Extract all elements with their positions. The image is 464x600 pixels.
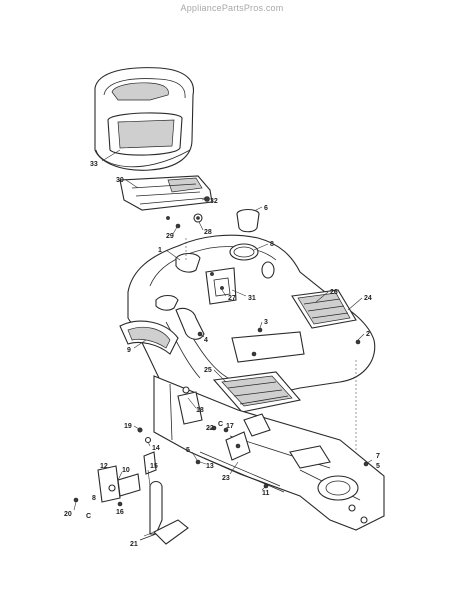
callout-16: 16 — [116, 509, 124, 516]
callout-7: 7 — [376, 453, 380, 460]
frame[interactable] — [153, 375, 385, 531]
callout-4: 4 — [204, 337, 208, 344]
callout-6: 6 — [264, 205, 268, 212]
control-rod[interactable] — [199, 431, 285, 493]
callout-9: 9 — [127, 347, 131, 354]
side-pad[interactable] — [119, 320, 179, 355]
callout-19: 19 — [124, 423, 132, 430]
cup-holder[interactable] — [236, 208, 260, 233]
callout-13: 13 — [206, 463, 214, 470]
callout-29: 29 — [166, 233, 174, 240]
fender-body[interactable] — [127, 234, 376, 429]
callout-15: 15 — [150, 463, 158, 470]
frame-hardware[interactable] — [137, 425, 369, 467]
callout-18: 18 — [196, 407, 204, 414]
callout-33: 33 — [90, 161, 98, 168]
callout-12: 12 — [100, 463, 108, 470]
callout-32: 32 — [210, 198, 218, 205]
callout-22: 22 — [206, 425, 214, 432]
callout-c1: C — [218, 421, 223, 428]
callout-5a: 5 — [186, 447, 190, 454]
callout-26: 26 — [330, 289, 338, 296]
callout-27: 27 — [228, 295, 236, 302]
watermark: AppliancePartsPros.com — [180, 3, 284, 13]
pedal-assembly[interactable] — [73, 451, 189, 545]
callout-25: 25 — [204, 367, 212, 374]
mount-bracket[interactable] — [205, 267, 237, 305]
callout-31: 31 — [248, 295, 256, 302]
foot-pad-right[interactable] — [291, 289, 357, 329]
callout-20: 20 — [64, 511, 72, 518]
callout-28: 28 — [204, 229, 212, 236]
callout-1: 1 — [158, 247, 162, 254]
callout-8: 8 — [270, 241, 274, 248]
callout-23: 23 — [222, 475, 230, 482]
leader-lines — [73, 149, 373, 537]
callout-24: 24 — [364, 295, 372, 302]
seat-pan[interactable] — [119, 175, 213, 211]
callout-17: 17 — [226, 423, 234, 430]
callout-11: 11 — [262, 490, 270, 497]
callout-3: 3 — [264, 319, 268, 326]
callout-30: 30 — [116, 177, 124, 184]
callout-labels: 33 30 32 6 28 29 8 1 27 31 26 24 3 2 4 9… — [64, 161, 380, 548]
foot-pad-left[interactable] — [212, 371, 302, 413]
callout-21: 21 — [130, 541, 138, 548]
callout-8b: 8 — [92, 495, 96, 502]
callout-2: 2 — [366, 331, 370, 338]
seat[interactable] — [94, 67, 195, 171]
callout-10: 10 — [122, 467, 130, 474]
callout-c2: C — [86, 513, 91, 520]
callout-5b: 5 — [376, 463, 380, 470]
callout-14: 14 — [152, 445, 160, 452]
seat-hardware[interactable] — [166, 196, 210, 229]
